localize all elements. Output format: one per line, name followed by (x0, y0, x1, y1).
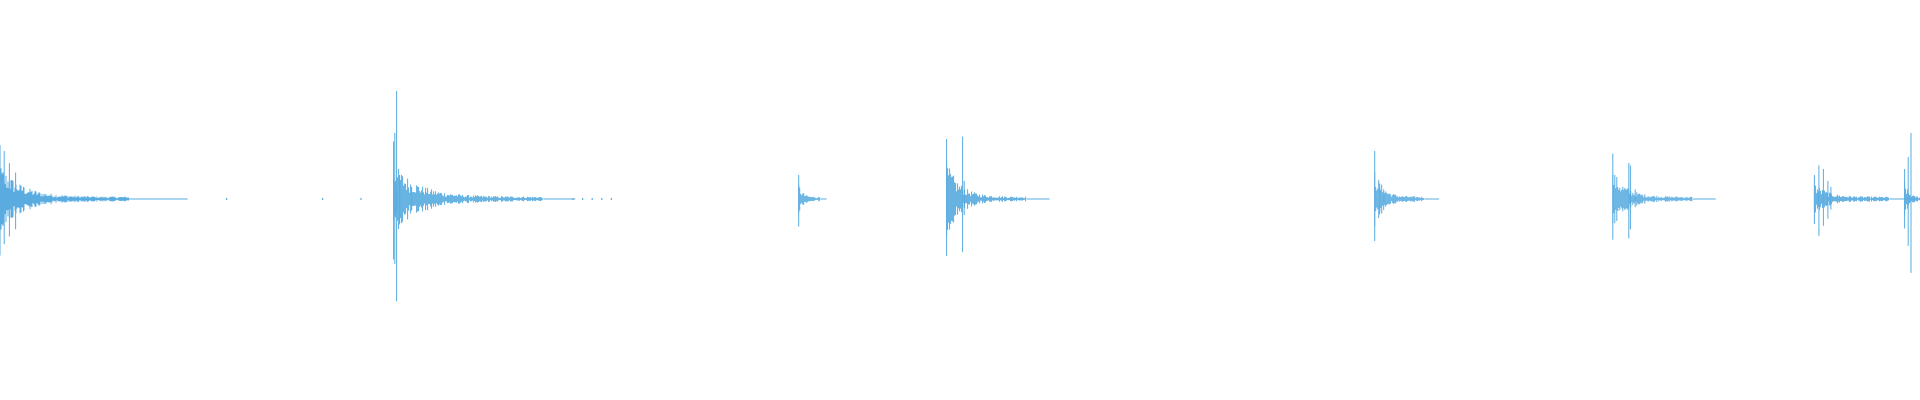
waveform-dot (226, 198, 228, 200)
audio-event-4 (946, 136, 1050, 256)
waveform-dot (360, 198, 362, 200)
audio-event-2 (393, 91, 612, 302)
waveform-dot (572, 198, 574, 200)
waveform-dot (601, 198, 603, 200)
audio-event-1 (0, 145, 362, 256)
waveform-dot (582, 198, 584, 200)
waveform-dot (610, 198, 612, 200)
waveform-dot (322, 198, 324, 200)
audio-event-6 (1612, 153, 1716, 240)
audio-event-3 (798, 175, 827, 227)
audio-event-7 (1813, 165, 1916, 236)
audio-event-5 (1374, 151, 1440, 241)
audio-event-8 (1904, 133, 1920, 273)
waveform-dot (591, 198, 593, 200)
